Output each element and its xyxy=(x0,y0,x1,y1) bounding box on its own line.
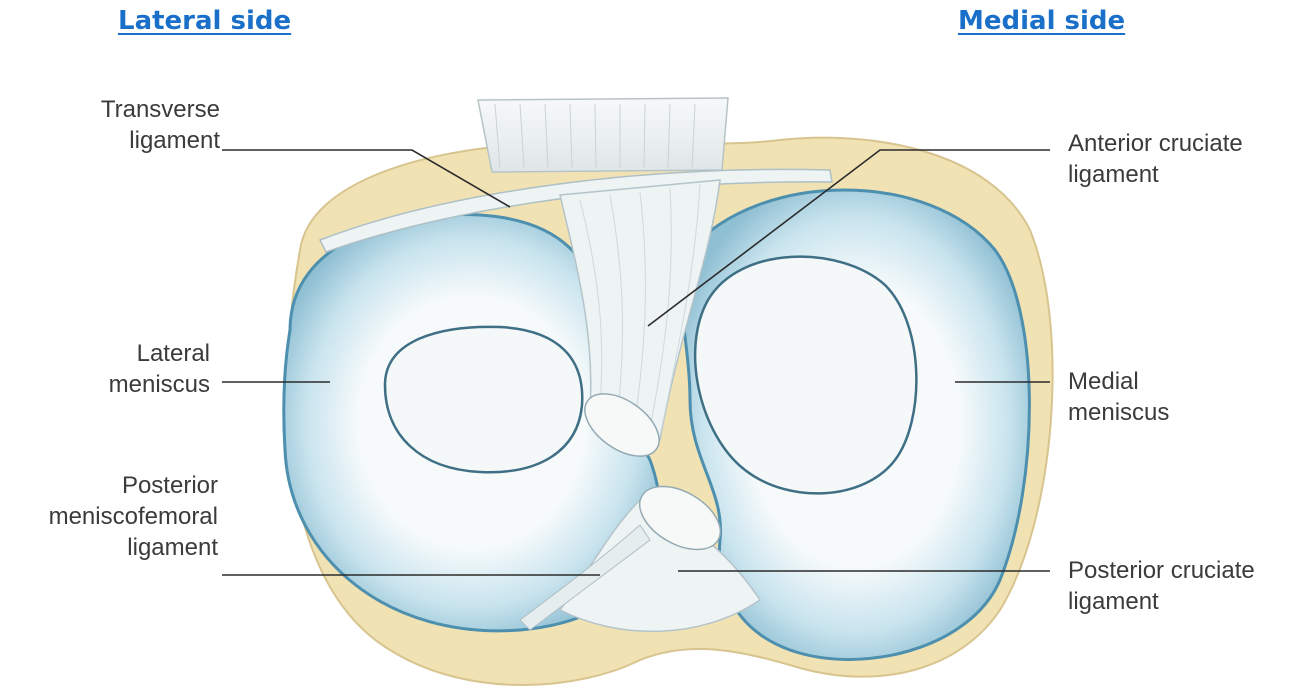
transverse-ligament-label: Transverse ligament xyxy=(60,94,220,156)
posterior-meniscofemoral-ligament-label: Posterior meniscofemoral ligament xyxy=(0,470,218,563)
label-line: meniscofemoral xyxy=(0,501,218,532)
label-line: Posterior cruciate xyxy=(1068,555,1255,586)
label-line: ligament xyxy=(0,532,218,563)
anterior-cruciate-ligament-label: Anterior cruciate ligament xyxy=(1068,128,1243,190)
label-line: Lateral xyxy=(60,338,210,369)
label-line: Medial xyxy=(1068,366,1169,397)
label-line: meniscus xyxy=(1068,397,1169,428)
label-line: ligament xyxy=(60,125,220,156)
label-line: meniscus xyxy=(60,369,210,400)
label-line: Transverse xyxy=(60,94,220,125)
lateral-meniscus-label: Lateral meniscus xyxy=(60,338,210,400)
label-line: ligament xyxy=(1068,586,1255,617)
label-line: ligament xyxy=(1068,159,1243,190)
lateral-meniscus-inner-area xyxy=(385,327,582,472)
patellar-tendon-stub xyxy=(478,98,728,172)
label-line: Posterior xyxy=(0,470,218,501)
medial-meniscus-label: Medial meniscus xyxy=(1068,366,1169,428)
posterior-cruciate-ligament-label: Posterior cruciate ligament xyxy=(1068,555,1255,617)
label-line: Anterior cruciate xyxy=(1068,128,1243,159)
